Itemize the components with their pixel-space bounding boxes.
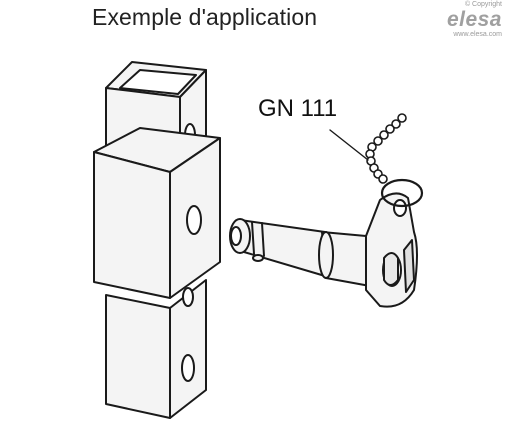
logo-brand: elesa (446, 8, 502, 31)
inner-tube-lower (105, 279, 207, 419)
indexing-plunger-pin (229, 192, 418, 308)
outer-square-tube (93, 127, 221, 299)
logo-copyright: © Copyright (464, 1, 502, 8)
ball-chain (365, 113, 407, 184)
split-ring (380, 178, 424, 208)
logo-url: www.elesa.com (453, 31, 502, 38)
diagram-title: Exemple d'application (92, 4, 318, 30)
label-leader-line (329, 129, 369, 161)
elesa-logo: © Copyright elesa www.elesa.com (447, 0, 502, 39)
part-label: GN 111 (258, 95, 338, 122)
